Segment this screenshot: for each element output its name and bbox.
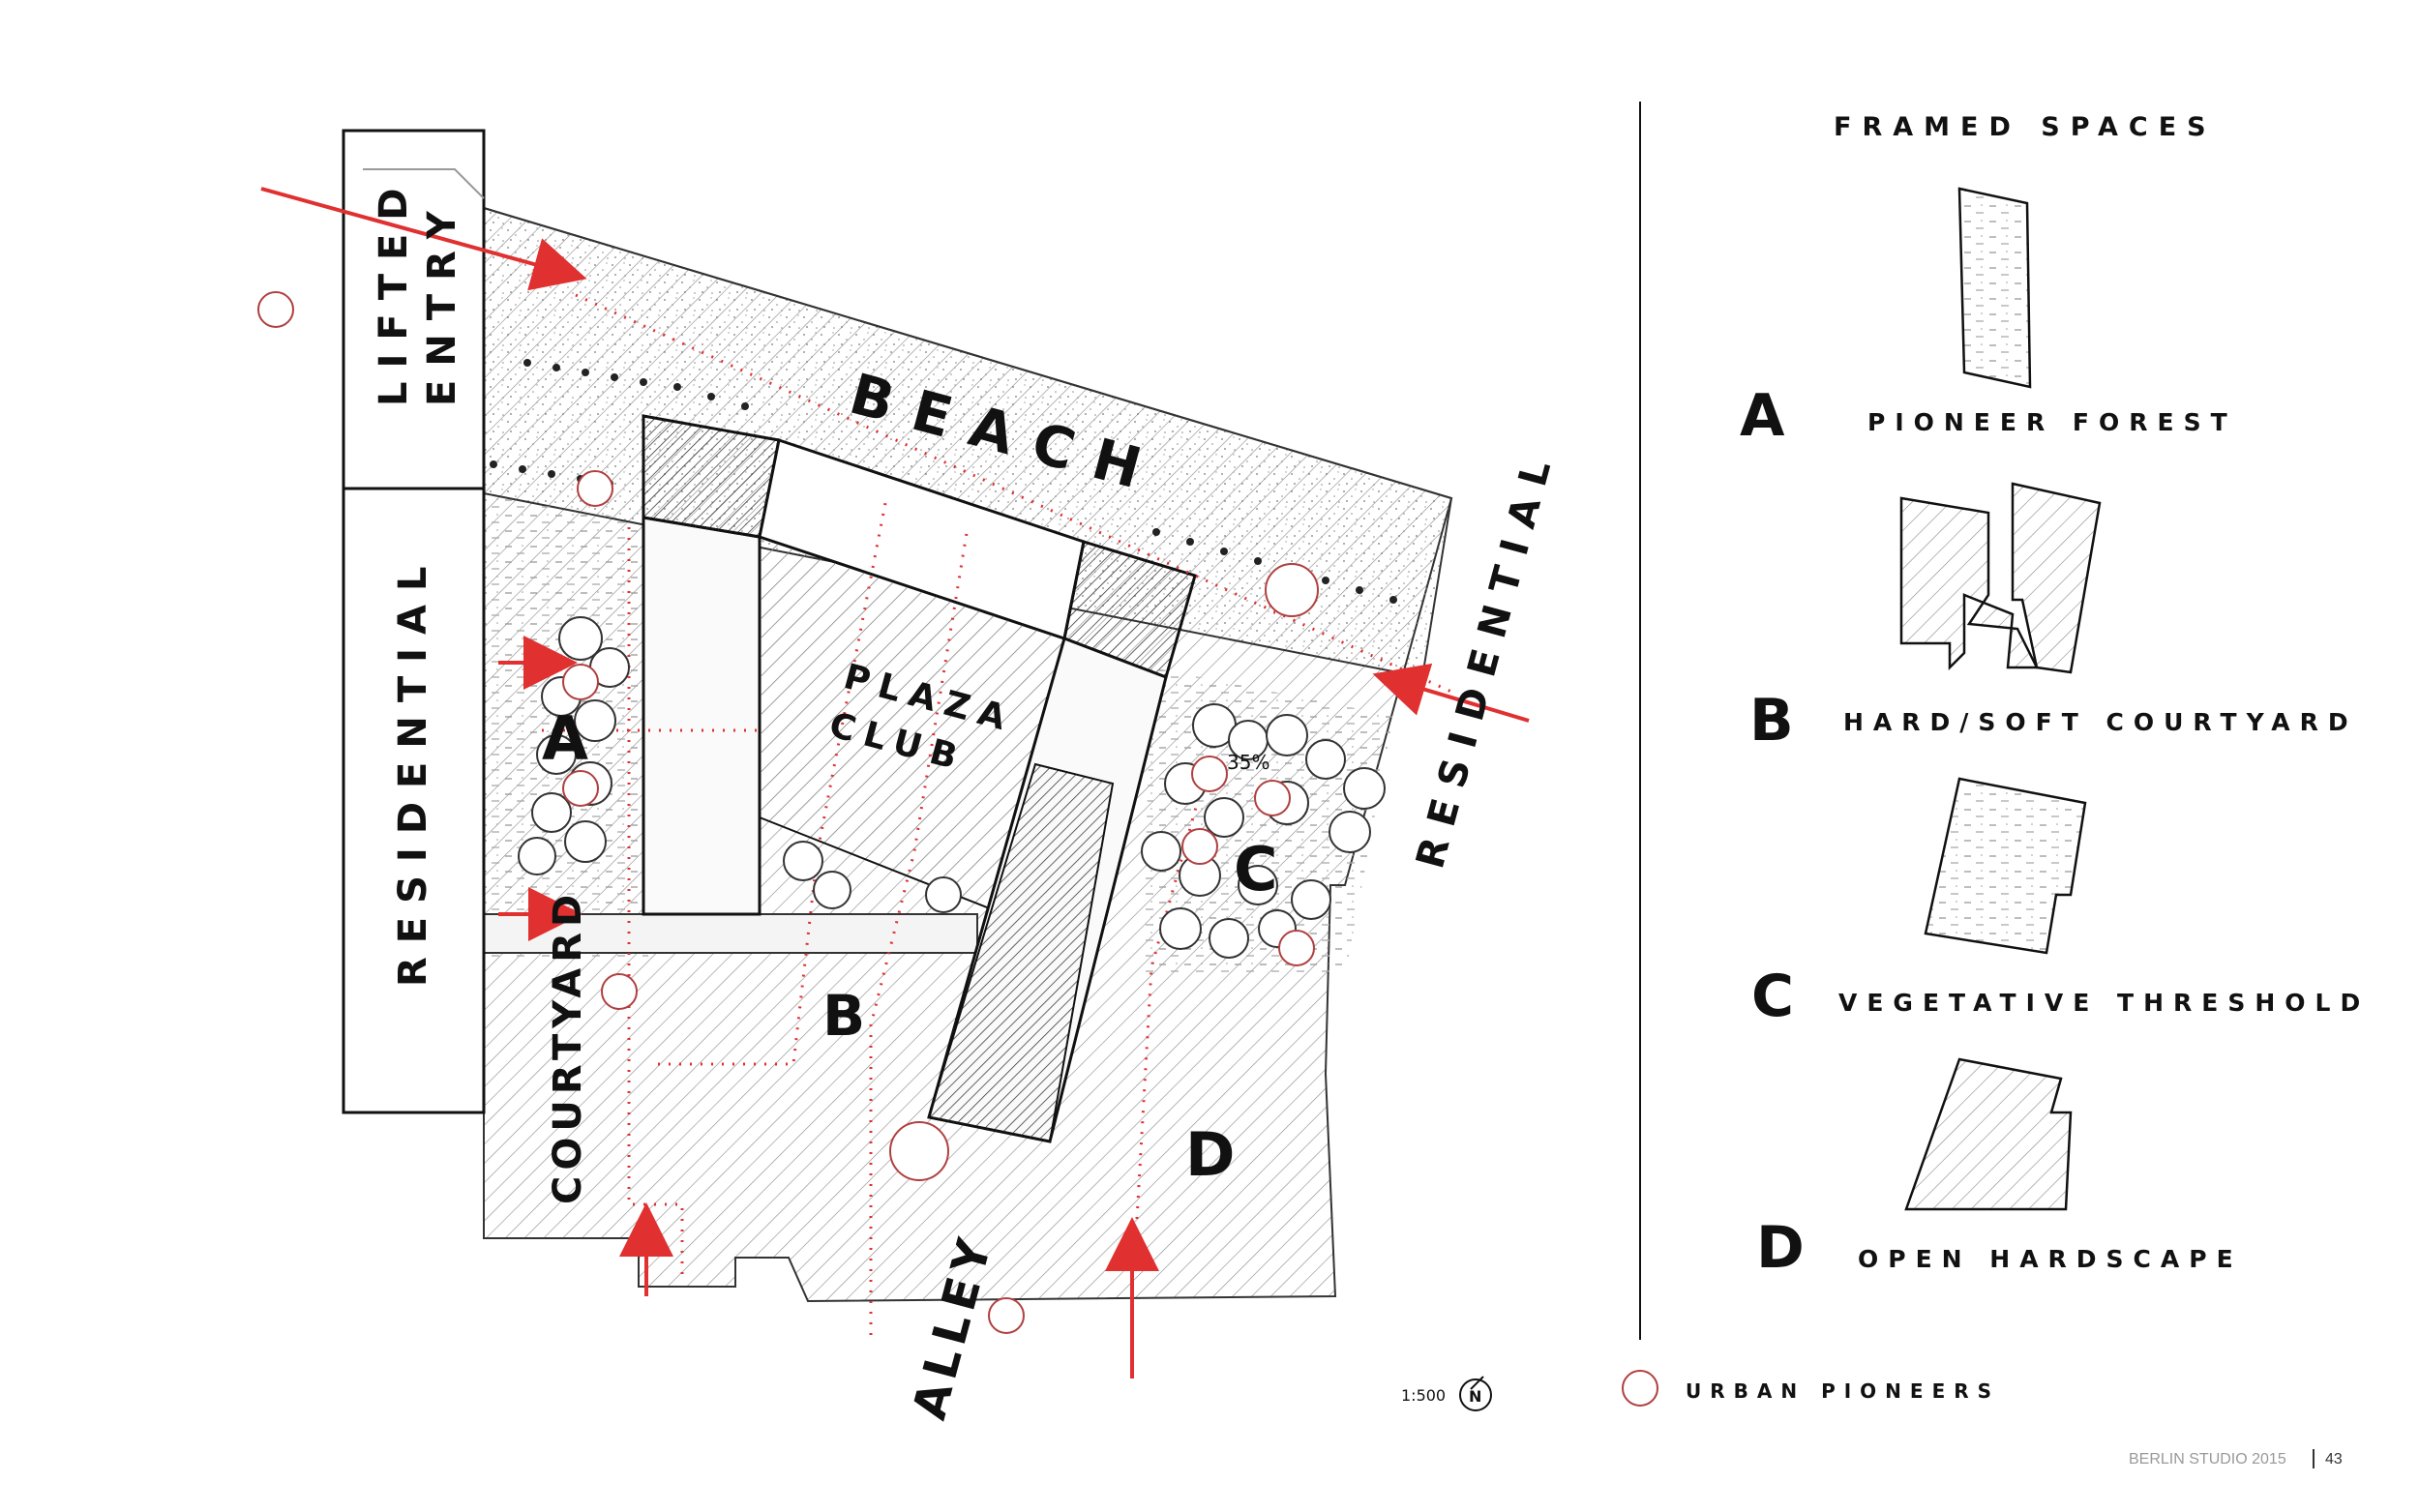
urban-pioneer-icon: [1622, 1370, 1658, 1407]
label-entry: ENTRY: [420, 197, 464, 406]
zone-label-b: B: [822, 983, 865, 1049]
footer-page-number: 43: [2325, 1451, 2343, 1468]
legend-letter-c: C: [1751, 963, 1794, 1030]
footer-divider: [2313, 1449, 2314, 1468]
building-diagonal-hatch: [927, 762, 1115, 1143]
legend-name-a: PIONEER FOREST: [1867, 408, 2237, 436]
legend-name-c: VEGETATIVE THRESHOLD: [1838, 989, 2370, 1017]
legend-shape-c: [1924, 777, 2087, 955]
legend-letter-d: D: [1756, 1214, 1805, 1282]
entry-arrows: [260, 187, 1530, 1379]
scale-label: 1:500: [1401, 1386, 1446, 1405]
zone-label-d: D: [1185, 1119, 1235, 1190]
legend-shape-d: [1904, 1057, 2073, 1211]
lifted-entry-building: [342, 129, 486, 490]
legend-name-d: OPEN HARDSCAPE: [1858, 1245, 2243, 1273]
urban-pioneer-markers: [257, 291, 1319, 1334]
footer: BERLIN STUDIO 2015 43: [2129, 1449, 2419, 1480]
legend-letter-b: B: [1749, 687, 1794, 755]
legend-letter-a: A: [1740, 382, 1785, 450]
legend-shape-b: [1899, 496, 2040, 671]
footer-studio: BERLIN STUDIO 2015: [2129, 1451, 2286, 1468]
label-residential-left: RESIDENTIAL: [391, 553, 435, 987]
tree-cluster-c: [1141, 703, 1386, 959]
legend-name-b: HARD/SOFT COURTYARD: [1843, 708, 2358, 736]
legend-title: FRAMED SPACES: [1834, 112, 2217, 142]
label-lifted: LIFTED: [372, 174, 416, 406]
legend-shape-a: [1957, 187, 2032, 389]
north-arrow-icon: [1459, 1379, 1492, 1411]
zone-label-a: A: [542, 703, 588, 774]
north-label: N: [1469, 1387, 1481, 1406]
label-courtyard: COURTYARD: [546, 889, 590, 1204]
building-left-wing: [642, 516, 762, 916]
tree-cluster-a: [518, 616, 962, 913]
residential-building-left: [342, 487, 486, 1114]
zone-label-c: C: [1234, 834, 1278, 904]
legend-urban-pioneers: URBAN PIONEERS: [1686, 1379, 2000, 1403]
percent-label: 35%: [1227, 751, 1269, 774]
